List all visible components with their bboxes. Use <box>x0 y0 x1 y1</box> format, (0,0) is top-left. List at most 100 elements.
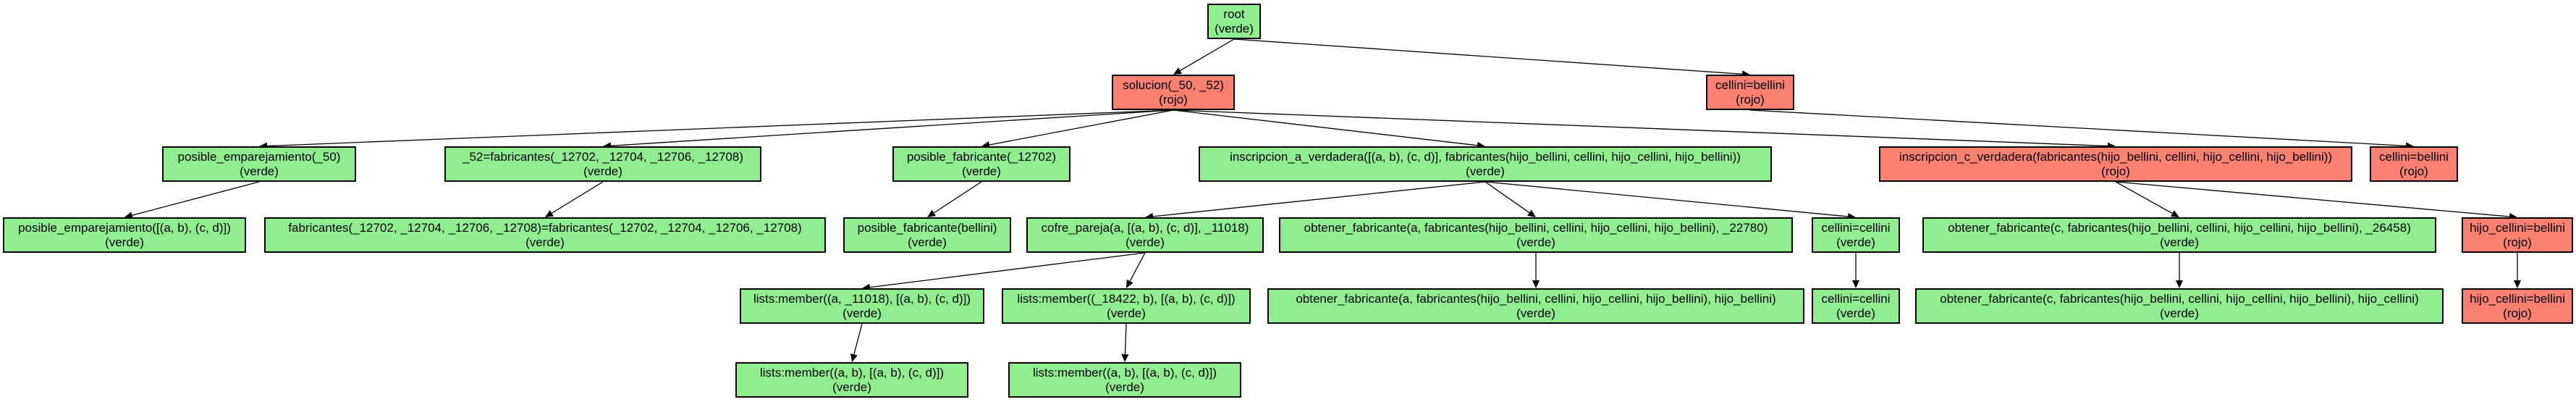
tree-node-obtener-fabricante-c-result: obtener_fabricante(c, fabricantes(hijo_b… <box>1915 288 2444 324</box>
tree-node-root: root (verde) <box>1207 4 1261 39</box>
tree-node-hijo-cellini-bellini-leaf: hijo_cellini=bellini (rojo) <box>2462 288 2573 324</box>
edge-n3-n9 <box>1749 109 2407 147</box>
node-label: inscripcion_c_verdadera(fabricantes(hijo… <box>1899 149 2333 164</box>
node-status: (rojo) <box>2503 235 2532 249</box>
tree-node-obtener-fabricante-c: obtener_fabricante(c, fabricantes(hijo_b… <box>1922 217 2436 253</box>
edge-arrowhead <box>927 209 936 217</box>
node-label: cellini=cellini <box>1821 291 1891 306</box>
node-status: (verde) <box>1466 164 1505 178</box>
node-label: cellini=bellini <box>1715 78 1785 92</box>
node-status: (verde) <box>1836 235 1875 249</box>
tree-node-cellini-bellini-leaf: cellini=bellini (rojo) <box>2370 146 2458 182</box>
tree-node-cellini-bellini: cellini=bellini (rojo) <box>1706 75 1794 110</box>
edge-arrowhead <box>2170 210 2179 217</box>
node-status: (verde) <box>1215 21 1254 35</box>
edge-n5-n11 <box>552 181 604 214</box>
tree-node-cellini-cellini-leaf: cellini=cellini (verde) <box>1812 288 1900 324</box>
edge-n19-n25 <box>1124 323 1127 355</box>
node-label: cellini=cellini <box>1821 220 1891 235</box>
tree-node-lists-member-2-leaf: lists:member((a, b), [(a, b), (c, d)]) (… <box>1008 362 1241 398</box>
node-status: (verde) <box>1836 306 1875 320</box>
edge-n2-n6 <box>989 109 1174 146</box>
node-status: (rojo) <box>1159 92 1188 106</box>
edge-n7-n15 <box>1485 181 1849 217</box>
tree-node-posible-fabricante-bellini: posible_fabricante(bellini) (verde) <box>843 217 1011 253</box>
tree-node-fabricantes-eq: fabricantes(_12702, _12704, _12706, _127… <box>264 217 826 253</box>
tree-node-lists-member-2: lists:member((_18422, b), [(a, b), (c, d… <box>1002 288 1251 324</box>
tree-node-cofre-pareja: cofre_pareja(a, [(a, b), (c, d)], _11018… <box>1026 217 1264 253</box>
edge-n1-n2 <box>1180 38 1235 72</box>
tree-node-inscripcion-a: inscripcion_a_verdadera([(a, b), (c, d)]… <box>1199 146 1772 182</box>
node-label: obtener_fabricante(a, fabricantes(hijo_b… <box>1304 220 1768 235</box>
node-status: (verde) <box>1516 235 1555 249</box>
node-label: fabricantes(_12702, _12704, _12706, _127… <box>288 220 802 235</box>
node-status: (rojo) <box>2101 164 2130 178</box>
tree-node-cellini-cellini: cellini=cellini (verde) <box>1812 217 1900 253</box>
node-label: _52=fabricantes(_12702, _12704, _12706, … <box>462 149 744 164</box>
node-status: (verde) <box>1516 306 1555 320</box>
edge-arrowhead <box>545 209 554 217</box>
node-label: solucion(_50, _52) <box>1123 78 1224 92</box>
tree-node-lists-member-1-leaf: lists:member((a, b), [(a, b), (c, d)]) (… <box>735 362 968 398</box>
node-label: obtener_fabricante(c, fabricantes(hijo_b… <box>1948 220 2411 235</box>
edge-arrowhead <box>1527 209 1536 217</box>
node-label: lists:member((_18422, b), [(a, b), (c, d… <box>1017 291 1236 306</box>
node-label: lists:member((a, _11018), [(a, b), (c, d… <box>753 291 971 306</box>
edge-arrowhead <box>1126 279 1133 288</box>
edge-n18-n24 <box>853 323 863 355</box>
edge-n2-n5 <box>610 109 1174 146</box>
tree-node-posible-fabricante: posible_fabricante(_12702) (verde) <box>892 146 1070 182</box>
edge-n6-n12 <box>933 181 982 214</box>
edge-n8-n17 <box>2115 181 2510 217</box>
node-status: (rojo) <box>2503 306 2532 320</box>
node-label: posible_fabricante(bellini) <box>857 220 997 235</box>
node-status: (verde) <box>832 380 871 394</box>
node-label: hijo_cellini=bellini <box>2470 291 2565 306</box>
tree-node-posible-emparejamiento: posible_emparejamiento(_50) (verde) <box>162 146 356 182</box>
node-status: (verde) <box>583 164 622 178</box>
tree-node-fabricantes-assign: _52=fabricantes(_12702, _12704, _12706, … <box>444 146 761 182</box>
node-status: (verde) <box>908 235 947 249</box>
edge-n1-n3 <box>1233 38 1743 75</box>
node-label: root <box>1223 7 1245 21</box>
node-status: (verde) <box>525 235 565 249</box>
edge-n4-n10 <box>132 181 260 216</box>
tree-node-hijo-cellini-bellini: hijo_cellini=bellini (rojo) <box>2462 217 2573 253</box>
node-status: (rojo) <box>1736 92 1765 106</box>
node-label: cellini=bellini <box>2379 149 2449 164</box>
node-label: posible_emparejamiento(_50) <box>177 149 341 164</box>
node-label: cofre_pareja(a, [(a, b), (c, d)], _11018… <box>1041 220 1249 235</box>
edge-arrowhead <box>1852 280 1859 288</box>
node-status: (verde) <box>1105 380 1144 394</box>
edge-arrowhead <box>1532 280 1540 288</box>
node-label: hijo_cellini=bellini <box>2470 220 2565 235</box>
tree-node-inscripcion-c: inscripcion_c_verdadera(fabricantes(hijo… <box>1879 146 2352 182</box>
node-label: lists:member((a, b), [(a, b), (c, d)]) <box>759 365 945 380</box>
node-status: (verde) <box>2160 306 2199 320</box>
node-status: (verde) <box>105 235 144 249</box>
node-status: (verde) <box>1107 306 1146 320</box>
edge-n13-n18 <box>869 252 1146 288</box>
edge-n8-n16 <box>2115 181 2173 214</box>
tree-node-obtener-fabricante-a: obtener_fabricante(a, fabricantes(hijo_b… <box>1279 217 1793 253</box>
node-status: (verde) <box>962 164 1001 178</box>
node-label: obtener_fabricante(c, fabricantes(hijo_b… <box>1940 291 2419 306</box>
node-label: lists:member((a, b), [(a, b), (c, d)]) <box>1032 365 1217 380</box>
edge-n7-n14 <box>1485 181 1530 214</box>
edge-n2-n4 <box>266 109 1174 147</box>
tree-node-obtener-fabricante-a-result: obtener_fabricante(a, fabricantes(hijo_b… <box>1267 288 1804 324</box>
tree-node-lists-member-1: lists:member((a, _11018), [(a, b), (c, d… <box>740 288 984 324</box>
node-status: (verde) <box>240 164 279 178</box>
edge-n2-n8 <box>1173 109 2108 147</box>
edge-arrowhead <box>1121 353 1129 362</box>
edge-arrowhead <box>124 212 133 219</box>
edge-arrowhead <box>2514 280 2521 288</box>
node-status: (verde) <box>2160 235 2199 249</box>
node-status: (rojo) <box>2399 164 2428 178</box>
edge-n13-n19 <box>1129 252 1146 282</box>
node-label: obtener_fabricante(a, fabricantes(hijo_b… <box>1296 291 1776 306</box>
tree-node-posible-emparejamiento-list: posible_emparejamiento([(a, b), (c, d)])… <box>3 217 246 253</box>
edge-n2-n7 <box>1173 109 1478 146</box>
node-label: inscripcion_a_verdadera([(a, b), (c, d)]… <box>1230 149 1741 164</box>
